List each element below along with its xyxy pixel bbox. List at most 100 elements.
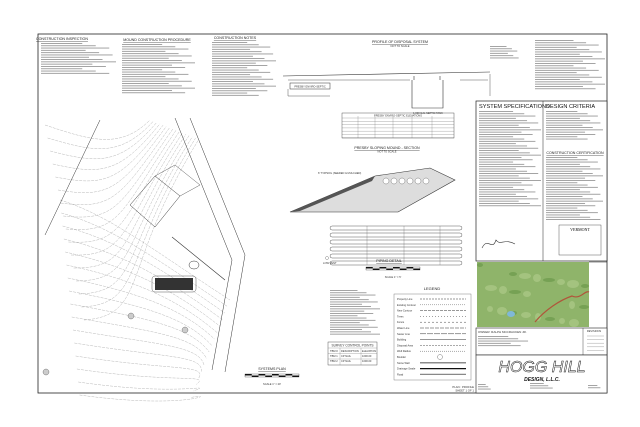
survey-cell: 1000.00: [362, 359, 372, 363]
contour-line: [63, 128, 212, 346]
distribution-pipe: [329, 253, 463, 259]
note-line: [479, 186, 514, 188]
note-line: [122, 87, 195, 89]
construction-inspection-notes: CONSTRUCTION INSPECTION: [36, 37, 116, 74]
note-line: [546, 168, 601, 170]
contour-line: [47, 121, 228, 307]
note-line: [546, 205, 596, 207]
note-line: [546, 198, 593, 200]
note-line: [479, 127, 530, 128]
note-line: [41, 66, 106, 67]
note-line: [479, 184, 533, 186]
legend-item-label: Water Line: [397, 326, 410, 330]
note-line: [122, 55, 192, 57]
note-line: [490, 48, 512, 50]
note-text-block: [330, 290, 380, 335]
note-line: [479, 138, 525, 140]
note-line: [330, 290, 358, 291]
note-line: [546, 216, 591, 218]
note-line: [530, 383, 544, 384]
note-line: [535, 40, 574, 41]
survey-title: SURVEY CONTROL POINTS: [331, 344, 373, 348]
note-line: [479, 129, 541, 131]
distribution-pipe: [329, 225, 463, 231]
note-line: [330, 324, 369, 326]
note-line: [330, 331, 371, 333]
location-map[interactable]: [477, 262, 590, 327]
note-line: [330, 292, 367, 294]
note-line: [479, 159, 533, 161]
note-line: [546, 138, 588, 140]
septic-tank: [411, 76, 444, 109]
note-line: [535, 44, 599, 46]
note-line: [546, 214, 580, 216]
note-line: [330, 303, 362, 305]
legend-item-label: Drainage Swale: [397, 367, 416, 371]
well: [181, 326, 189, 334]
note-line: [479, 205, 541, 207]
enviro-septic-pipe: [406, 177, 414, 185]
note-line: [330, 329, 362, 330]
garage: [154, 164, 201, 197]
enviro-septic-pipe: [414, 177, 422, 185]
note-line: [535, 69, 599, 71]
note-line: [330, 319, 376, 321]
well: [42, 368, 50, 376]
map-terrain: [581, 284, 589, 288]
scale-bar: [365, 266, 421, 271]
sheet-number: SHEET 1 OF 1: [455, 389, 474, 393]
note-text-block: [546, 111, 603, 140]
note-line: [535, 76, 602, 78]
note-line: [588, 385, 598, 386]
note-line: [535, 46, 577, 48]
note-line: [212, 83, 265, 85]
map-terrain: [559, 318, 565, 324]
note-line: [479, 115, 536, 117]
note-line: [535, 49, 590, 51]
septic-tank-plan: [188, 260, 200, 270]
note-line: [122, 85, 182, 87]
note-line: [546, 200, 603, 202]
note-text-block: [122, 44, 195, 94]
note-line: [122, 46, 176, 48]
mound-section-title: PRESBY SLOPING MOUND - SECTION: [354, 146, 420, 150]
note-line: [212, 55, 253, 57]
sheet-title: PLAN : PROFILE: [452, 385, 474, 389]
map-road: [534, 291, 590, 323]
note-line: [546, 161, 598, 163]
note-line: [479, 161, 514, 163]
note-line: [546, 175, 603, 177]
note-line: [212, 71, 271, 73]
note-line: [41, 47, 110, 49]
enviro-septic-pipe: [390, 177, 398, 185]
distribution-pipe: [329, 239, 463, 245]
map-terrain: [499, 286, 507, 294]
systems-plan-scale: SCALE 1" = 20': [263, 382, 281, 386]
note-line: [212, 94, 259, 96]
map-terrain: [519, 273, 531, 279]
mound-procedure-notes: MOUND CONSTRUCTION PROCEDURE: [122, 38, 195, 94]
note-line: [546, 196, 583, 197]
owner-name: OWNER: RALPH MCCRACKEN JR.: [478, 330, 527, 334]
note-line: [478, 388, 491, 390]
contour-line: [73, 134, 202, 372]
map-terrain: [487, 306, 493, 312]
note-line: [530, 385, 549, 387]
note-line: [212, 58, 265, 59]
contour-line: [65, 130, 210, 353]
note-line: [122, 67, 186, 68]
note-line: [546, 166, 591, 168]
map-pond: [507, 311, 515, 317]
note-line: [546, 120, 591, 122]
stamp-text: VERMONT: [570, 227, 590, 232]
note-line: [122, 60, 182, 61]
note-line: [479, 143, 516, 145]
note-line: [479, 134, 533, 135]
note-line: [122, 80, 192, 82]
note-line: [546, 177, 586, 179]
note-line: [478, 338, 519, 340]
survey-cell: CP NAIL: [341, 354, 352, 358]
note-line: [41, 63, 93, 65]
note-line: [478, 345, 521, 347]
note-line: [330, 308, 380, 310]
